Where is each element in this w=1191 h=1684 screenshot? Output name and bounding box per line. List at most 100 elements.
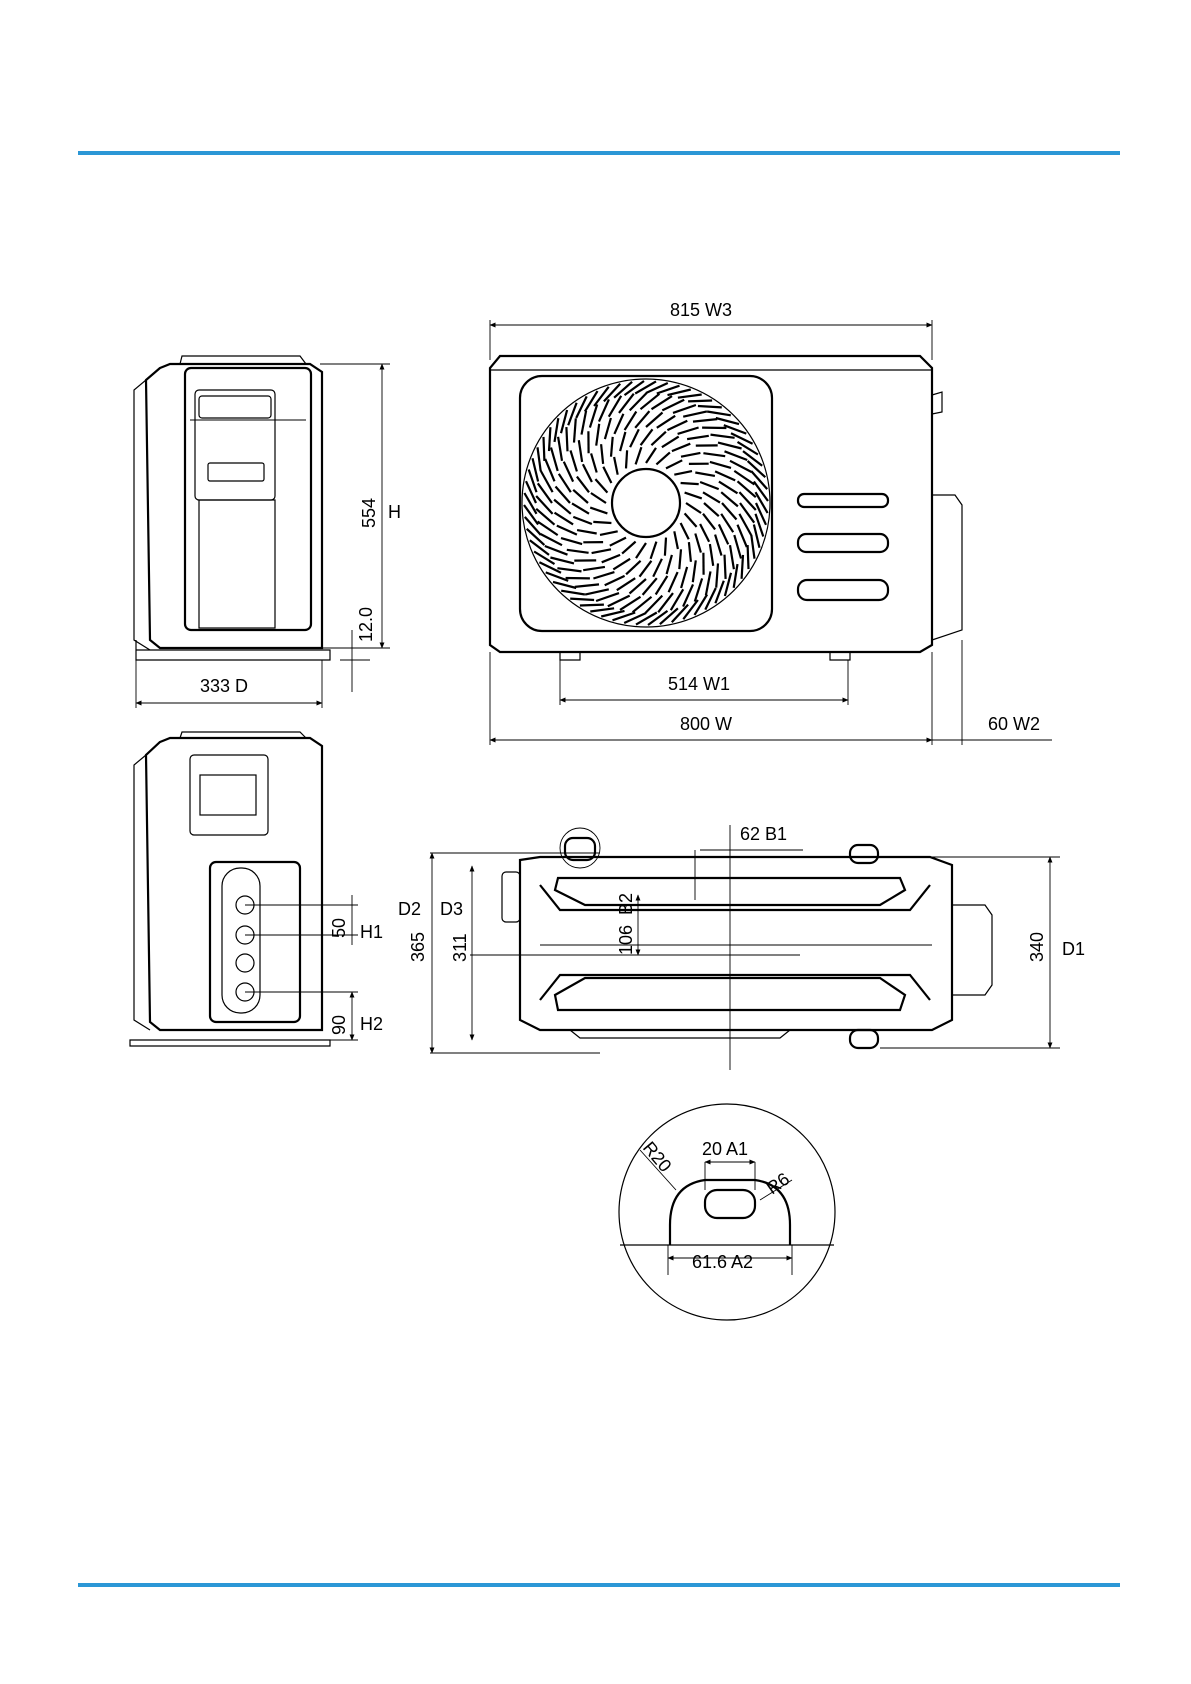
fan-grille-stroke bbox=[590, 608, 614, 611]
fan-grille-stroke bbox=[754, 482, 768, 502]
fan-grille-stroke bbox=[601, 611, 624, 617]
fan-grille-stroke bbox=[648, 611, 668, 625]
fan-grille-stroke bbox=[571, 450, 577, 471]
label-r20: R20 bbox=[639, 1138, 676, 1176]
fan-grille-stroke bbox=[681, 453, 700, 457]
fan-grille-stroke bbox=[748, 461, 766, 477]
fan-grille-stroke bbox=[672, 444, 690, 451]
fan-grille-stroke bbox=[703, 514, 715, 530]
fan-grille-stroke bbox=[693, 419, 717, 422]
label-340: 340 bbox=[1027, 932, 1047, 962]
fan-grille-stroke bbox=[730, 545, 734, 569]
fan-grille-stroke bbox=[549, 427, 550, 451]
fan-grille-stroke bbox=[700, 482, 719, 489]
label-106: 106 bbox=[616, 925, 636, 955]
label-311: 311 bbox=[450, 933, 470, 962]
fan-grille-stroke bbox=[666, 460, 682, 468]
fan-grille-stroke bbox=[653, 559, 662, 577]
fan-grille-stroke bbox=[695, 473, 715, 476]
fan-grille-stroke bbox=[609, 396, 621, 417]
fan-grille-stroke bbox=[667, 555, 672, 574]
label-w1: 514 W1 bbox=[668, 674, 730, 694]
fan-grille-stroke bbox=[668, 390, 691, 396]
side-view bbox=[134, 356, 330, 660]
fan-grille-stroke bbox=[626, 450, 627, 468]
label-h: H bbox=[388, 502, 401, 522]
fan-grille-stroke bbox=[611, 437, 613, 457]
fan-grille-stroke bbox=[681, 567, 687, 588]
fan-grille-stroke bbox=[751, 471, 767, 489]
fan-grille-stroke bbox=[719, 482, 738, 494]
fan-grille-stroke bbox=[610, 538, 626, 546]
label-w2: 60 W2 bbox=[988, 714, 1040, 734]
fan-grille-stroke bbox=[580, 605, 604, 606]
fan-grille-stroke bbox=[673, 405, 696, 413]
fan-grille-stroke bbox=[545, 459, 554, 481]
label-w: 800 W bbox=[680, 714, 732, 734]
fan-grille-stroke bbox=[716, 418, 739, 424]
fan-grille-stroke bbox=[601, 444, 603, 464]
fan-grille-stroke bbox=[710, 544, 713, 566]
fan-grille-stroke bbox=[686, 503, 701, 513]
fan-grille-stroke bbox=[600, 531, 618, 535]
fan-grille-stroke bbox=[688, 401, 712, 402]
fan-grille-stroke bbox=[754, 525, 760, 548]
fan-grille-stroke bbox=[716, 563, 718, 587]
fan-grille-stroke bbox=[721, 514, 733, 532]
fan-grille-stroke bbox=[678, 395, 702, 398]
fan-grille-stroke bbox=[527, 529, 545, 545]
fan-grille-stroke bbox=[725, 555, 726, 579]
fan-grille-stroke bbox=[641, 429, 653, 445]
fan-grille-stroke bbox=[572, 503, 589, 513]
fan-grille-stroke bbox=[711, 435, 735, 438]
fan-grille-stroke bbox=[577, 530, 597, 533]
fan-grille-stroke bbox=[681, 483, 699, 484]
fan-grille-stroke bbox=[756, 492, 768, 513]
fan-grille-stroke bbox=[672, 605, 688, 623]
fan-grille-stroke bbox=[524, 493, 536, 514]
fan-grille-stroke bbox=[605, 418, 611, 439]
fan-grille-stroke bbox=[573, 490, 588, 503]
fan-grille-stroke bbox=[525, 517, 541, 535]
label-d: 333 D bbox=[200, 676, 248, 696]
fan-grille-stroke bbox=[577, 477, 589, 493]
fan-grille-stroke bbox=[557, 568, 581, 571]
fan-grille-stroke bbox=[625, 412, 637, 431]
fan-hub bbox=[612, 469, 680, 537]
label-w3: 815 W3 bbox=[670, 300, 732, 320]
fan-grille-stroke bbox=[674, 471, 692, 475]
fan-grille-stroke bbox=[553, 582, 576, 588]
fan-grille-stroke bbox=[665, 538, 666, 556]
fan-grille-stroke bbox=[564, 462, 573, 482]
fan-grille-stroke bbox=[660, 608, 678, 624]
fan-grille-stroke bbox=[558, 437, 562, 461]
label-90: 90 bbox=[329, 1015, 349, 1035]
fan-grille-stroke bbox=[715, 535, 721, 556]
label-b2: B2 bbox=[616, 893, 636, 915]
fan-grille-stroke bbox=[555, 513, 574, 525]
fan-grille-stroke bbox=[751, 535, 754, 559]
fan-grille-stroke bbox=[685, 493, 702, 499]
top-view bbox=[502, 828, 992, 1048]
fan-grille-stroke bbox=[614, 414, 623, 434]
pipe-side-view bbox=[130, 732, 330, 1046]
fan-grille-stroke bbox=[614, 457, 618, 475]
fan-grille-stroke bbox=[583, 464, 592, 482]
fan-grille-stroke bbox=[657, 416, 675, 428]
fan-grille-stroke bbox=[651, 432, 666, 446]
fan-grille-stroke bbox=[685, 513, 697, 527]
fan-grille-stroke bbox=[683, 411, 707, 416]
label-foot: 12.0 bbox=[356, 607, 376, 642]
label-h1: H1 bbox=[360, 922, 383, 942]
fan-grille-stroke bbox=[559, 474, 571, 492]
fan-grille-stroke bbox=[575, 584, 599, 587]
fan-grille-stroke bbox=[585, 589, 609, 594]
fan-grille-stroke bbox=[687, 436, 709, 439]
fan-grille-stroke bbox=[667, 421, 687, 430]
fan-grille-stroke bbox=[626, 561, 641, 575]
fan-grille-stroke bbox=[695, 578, 702, 601]
label-a2: 61.6 A2 bbox=[692, 1252, 753, 1272]
fan-grille-stroke bbox=[591, 493, 606, 503]
fan-grille-stroke bbox=[719, 524, 728, 544]
